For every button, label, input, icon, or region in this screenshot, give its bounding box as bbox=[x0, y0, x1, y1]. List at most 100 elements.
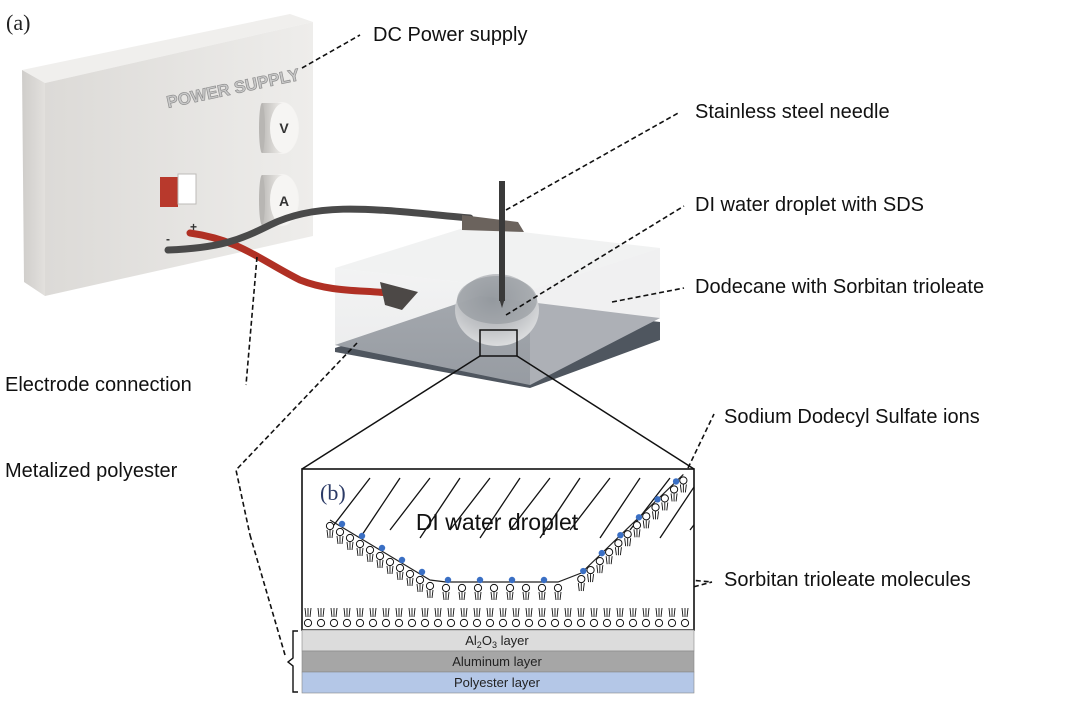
sorbitan-molecule-tail bbox=[343, 607, 351, 618]
projection-left bbox=[301, 355, 481, 470]
sds-ion bbox=[508, 576, 516, 584]
label-sds-ions: Sodium Dodecyl Sulfate ions bbox=[724, 406, 980, 428]
sorbitan-molecule-head bbox=[381, 618, 391, 628]
hatch-line bbox=[419, 477, 461, 539]
sds-ion bbox=[358, 532, 366, 540]
sorbitan-molecule-tail bbox=[304, 607, 312, 618]
sorbitan-molecule-head bbox=[660, 494, 669, 503]
hatch-line bbox=[720, 478, 760, 538]
sorbitan-molecule-tail bbox=[406, 577, 414, 587]
voltage-knob: V bbox=[259, 102, 299, 154]
sorbitan-molecule-head bbox=[651, 503, 660, 512]
sorbitan-molecule-head bbox=[342, 618, 352, 628]
sorbitan-molecule-tail bbox=[679, 484, 687, 493]
sorbitan-molecule-head bbox=[345, 533, 355, 543]
sorbitan-molecule-head bbox=[537, 583, 547, 593]
hatch-line bbox=[599, 477, 641, 539]
sorbitan-molecule-tail bbox=[616, 607, 624, 618]
sorbitan-molecule-head bbox=[394, 618, 404, 628]
sorbitan-molecule-head bbox=[576, 618, 586, 628]
sorbitan-molecule-head bbox=[335, 527, 345, 537]
sorbitan-molecule-tail bbox=[408, 607, 416, 618]
sorbitan-molecule-tail bbox=[317, 607, 325, 618]
sds-ion bbox=[444, 576, 452, 584]
hatch-line bbox=[389, 477, 431, 531]
sds-ion bbox=[617, 532, 624, 539]
leader-droplet bbox=[505, 205, 685, 316]
sorbitan-molecule-head bbox=[614, 539, 623, 548]
label-dodecane: Dodecane with Sorbitan trioleate bbox=[695, 276, 985, 298]
label-di-water-droplet-sds: DI water droplet with SDS bbox=[695, 194, 924, 216]
leader-needle bbox=[505, 111, 681, 211]
inset-frame bbox=[301, 468, 695, 631]
label-stainless-steel-needle: Stainless steel needle bbox=[695, 101, 890, 123]
sorbitan-molecule-tail bbox=[603, 607, 611, 618]
sorbitan-molecule-tail bbox=[426, 589, 434, 599]
voltage-knob-label: V bbox=[279, 120, 289, 136]
sorbitan-molecule-head bbox=[667, 618, 677, 628]
sorbitan-molecule-tail bbox=[551, 607, 559, 618]
sorbitan-molecule-head bbox=[375, 551, 385, 561]
sorbitan-molecule-head bbox=[415, 575, 425, 585]
sorbitan-molecule-tail bbox=[652, 511, 659, 520]
sorbitan-molecule-head bbox=[595, 557, 604, 566]
leader-electrode bbox=[245, 256, 258, 386]
sorbitan-molecule-tail bbox=[486, 607, 494, 618]
polyester-layer-label: Polyester layer bbox=[454, 675, 541, 690]
sorbitan-molecule-head bbox=[368, 618, 378, 628]
power-supply-illustration: POWER SUPPLY V A - + bbox=[22, 14, 313, 296]
sorbitan-molecule-tail bbox=[624, 538, 632, 547]
sorbitan-molecule-tail bbox=[642, 607, 650, 618]
substrate-molecule-row bbox=[303, 607, 690, 628]
power-supply-front bbox=[45, 22, 313, 296]
power-supply-top bbox=[22, 14, 313, 83]
sorbitan-molecule-tail bbox=[564, 607, 572, 618]
hatch-line bbox=[689, 523, 694, 531]
sorbitan-molecule-tail bbox=[590, 607, 598, 618]
sorbitan-molecule-tail bbox=[577, 607, 585, 618]
hatch-line bbox=[479, 477, 521, 539]
aluminum-layer-label: Aluminum layer bbox=[452, 654, 542, 669]
red-clip bbox=[380, 282, 418, 310]
sds-ion bbox=[476, 576, 484, 584]
sorbitan-molecule-tail bbox=[473, 607, 481, 618]
sorbitan-molecule-head bbox=[316, 618, 326, 628]
sorbitan-molecule-head bbox=[669, 485, 679, 494]
leader-lines bbox=[235, 34, 715, 656]
sorbitan-molecule-tail bbox=[447, 607, 455, 618]
zoom-region-box bbox=[479, 329, 518, 357]
sorbitan-molecule-head bbox=[407, 618, 417, 628]
sorbitan-molecule-head bbox=[632, 521, 642, 530]
sorbitan-molecule-tail bbox=[596, 565, 604, 574]
sorbitan-molecule-tail bbox=[499, 607, 507, 618]
sorbitan-molecule-head bbox=[524, 618, 534, 628]
sorbitan-molecule-tail bbox=[356, 607, 364, 618]
sorbitan-molecule-tail bbox=[386, 565, 394, 575]
hatch-line bbox=[509, 477, 551, 531]
sorbitan-molecule-tail bbox=[416, 583, 424, 593]
sorbitan-molecule-head bbox=[602, 618, 612, 628]
current-knob-label: A bbox=[279, 193, 289, 209]
sorbitan-molecule-tail bbox=[366, 553, 374, 563]
sorbitan-molecule-tail bbox=[460, 607, 468, 618]
sorbitan-molecule-head bbox=[498, 618, 508, 628]
panel-a-tag: (a) bbox=[6, 10, 31, 35]
leader-sds bbox=[687, 413, 715, 469]
sorbitan-molecule-tail bbox=[490, 591, 498, 601]
leader-dodecane bbox=[611, 287, 685, 303]
sorbitan-molecule-head bbox=[537, 618, 547, 628]
sorbitan-molecule-head bbox=[355, 618, 365, 628]
sorbitan-molecule-tail bbox=[605, 556, 613, 565]
hatch-line bbox=[449, 477, 491, 531]
sorbitan-molecule-head bbox=[405, 569, 415, 579]
sorbitan-molecule-tail bbox=[396, 571, 404, 581]
sorbitan-molecule-tail bbox=[554, 591, 562, 601]
sorbitan-molecule-head bbox=[623, 530, 632, 539]
sds-ion bbox=[672, 478, 680, 485]
droplet-interface bbox=[325, 474, 688, 601]
sorbitan-molecule-head bbox=[472, 618, 482, 628]
sorbitan-molecule-head bbox=[441, 583, 451, 593]
leader-metalized-bottom bbox=[249, 534, 286, 656]
sorbitan-molecule-tail bbox=[376, 559, 384, 569]
